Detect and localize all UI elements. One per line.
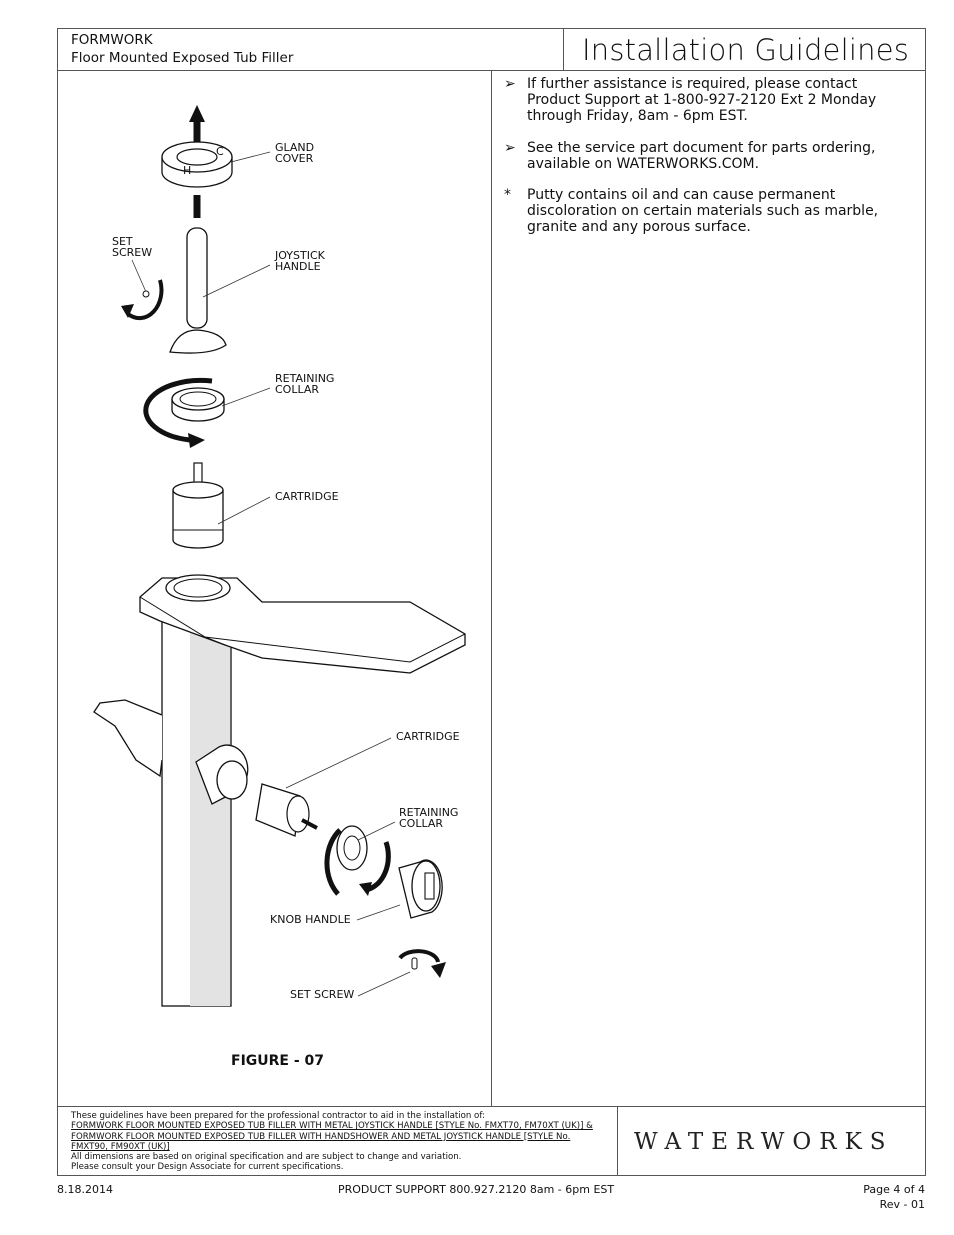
side-retaining-collar-part <box>336 825 368 871</box>
footer-separator <box>57 1106 926 1107</box>
side-cartridge-part <box>255 783 318 837</box>
page-title: Installation Guidelines <box>582 33 910 67</box>
label-set-screw-2: SCREW <box>112 246 152 259</box>
header-left-cell <box>57 28 564 71</box>
label-retaining-collar-side-2: COLLAR <box>399 817 443 830</box>
disclaimer-dimensions: All dimensions are based on original spe… <box>71 1152 462 1163</box>
note-text: See the service part document for parts … <box>527 139 876 172</box>
gland-cover-part: H C <box>161 141 233 188</box>
label-retaining-collar-2: COLLAR <box>275 383 319 396</box>
label-gland-cover-2: COVER <box>275 152 314 165</box>
knob-handle-part <box>398 859 443 919</box>
footer-divider <box>617 1106 618 1176</box>
label-gland-cover: GLAND <box>275 141 314 154</box>
label-set-screw: SET <box>112 235 133 248</box>
column-divider <box>491 70 492 1107</box>
figure-caption: FIGURE - 07 <box>231 1053 325 1069</box>
note-text: Putty contains oil and can cause permane… <box>527 187 879 236</box>
page-number: Page 4 of 4 <box>863 1183 925 1196</box>
label-cartridge-side: CARTRIDGE <box>396 730 460 743</box>
rotate-arrow-icon <box>324 828 391 896</box>
header-product: Floor Mounted Exposed Tub Filler <box>71 50 294 66</box>
rotate-arrow-icon <box>121 279 164 321</box>
cartridge-part <box>172 462 224 549</box>
exploded-diagram: H C GLAND COVER JOYSTICK HANDLE SET SCRE… <box>93 105 466 1007</box>
disclaimer: These guidelines have been prepared for … <box>71 1111 606 1173</box>
page-frame <box>57 28 926 1176</box>
rotate-arrow-icon <box>398 949 446 978</box>
spout-body-part <box>93 574 466 1007</box>
joystick-handle-part <box>169 227 227 354</box>
note-text: If further assistance is required, pleas… <box>527 76 877 125</box>
label-retaining-collar-side: RETAINING <box>399 806 458 819</box>
label-cartridge-top: CARTRIDGE <box>275 490 339 503</box>
label-joystick-handle: JOYSTICK <box>274 249 326 262</box>
document-date: 8.18.2014 <box>57 1183 113 1196</box>
set-screw-bottom-part <box>411 957 418 970</box>
waterworks-logo: WATERWORKS <box>634 1129 894 1155</box>
arrow-bullet-icon: ➢ <box>504 76 516 92</box>
rotate-arrow-icon <box>143 377 213 448</box>
note-item: ➢ See the service part document for part… <box>504 140 899 172</box>
asterisk-marker: * <box>504 187 511 204</box>
notes-list: ➢ If further assistance is required, ple… <box>504 76 899 251</box>
arrow-bullet-icon: ➢ <box>504 139 516 156</box>
disclaimer-product: FORMWORK FLOOR MOUNTED EXPOSED TUB FILLE… <box>71 1121 593 1152</box>
header-right-cell <box>563 28 926 71</box>
note-item: * Putty contains oil and can cause perma… <box>504 187 899 236</box>
revision: Rev - 01 <box>879 1198 925 1211</box>
label-knob-handle: KNOB HANDLE <box>270 913 351 926</box>
disclaimer-intro: These guidelines have been prepared for … <box>71 1111 485 1121</box>
label-retaining-collar: RETAINING <box>275 372 334 385</box>
header-brand: FORMWORK <box>71 32 153 48</box>
product-support: PRODUCT SUPPORT 800.927.2120 8am - 6pm E… <box>338 1183 615 1196</box>
label-joystick-handle-2: HANDLE <box>275 260 321 273</box>
dial-h-label: H <box>183 164 191 177</box>
dial-c-label: C <box>216 145 224 158</box>
note-item: ➢ If further assistance is required, ple… <box>504 76 899 125</box>
disclaimer-consult: Please consult your Design Associate for… <box>71 1162 344 1173</box>
label-set-screw-bottom: SET SCREW <box>290 988 354 1001</box>
retaining-collar-part <box>171 387 225 422</box>
